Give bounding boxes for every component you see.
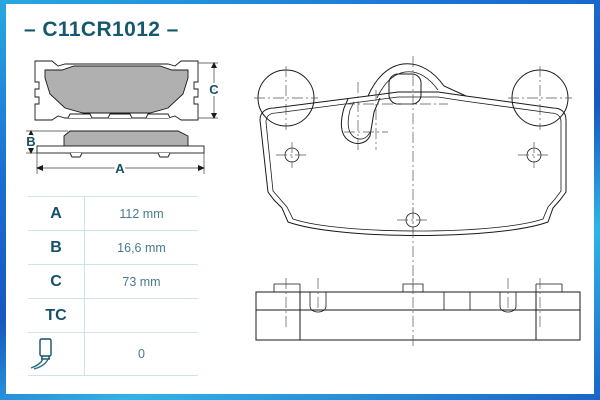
spec-label-a: A xyxy=(28,196,85,231)
part-code: C11CR1012 xyxy=(42,18,161,41)
table-row: B 16,6 mm xyxy=(28,230,198,265)
pad-dimension-drawing: C B xyxy=(18,58,233,183)
dimension-label-c: C xyxy=(209,82,219,97)
spec-label-b: B xyxy=(28,230,85,265)
page-title: – C11CR1012 – xyxy=(24,18,179,42)
title-dash-right: – xyxy=(166,18,179,41)
wear-sensor-icon xyxy=(30,338,52,370)
dimension-c-leader-lines xyxy=(198,62,218,119)
dimension-b-leader-lines xyxy=(26,130,68,154)
table-row: 0 xyxy=(28,332,198,376)
dimension-label-b: B xyxy=(26,134,35,149)
table-row: TC xyxy=(28,298,198,333)
spec-value-c: 73 mm xyxy=(84,264,198,299)
brake-pad-side-profile xyxy=(36,130,205,158)
specification-table: A 112 mm B 16,6 mm C 73 mm TC xyxy=(28,196,198,376)
spec-value-a: 112 mm xyxy=(84,196,198,231)
spec-label-tc: TC xyxy=(28,298,85,333)
table-row: A 112 mm xyxy=(28,196,198,231)
table-row: C 73 mm xyxy=(28,264,198,299)
technical-drawing-group: .ln { fill:none; stroke:#1a1a1a; stroke-… xyxy=(248,52,588,352)
brake-pad-front-silhouette xyxy=(34,60,199,121)
wear-sensor-icon-cell xyxy=(28,332,85,376)
centerlines xyxy=(254,56,572,292)
brake-pad-technical-edge-view xyxy=(255,278,581,348)
dimension-a-leader-lines xyxy=(36,153,205,174)
title-dash-left: – xyxy=(24,18,37,41)
spec-value-sensor-count: 0 xyxy=(84,332,198,376)
dimension-label-a: A xyxy=(115,161,125,176)
spec-value-tc xyxy=(84,298,198,333)
brake-pad-technical-top-view xyxy=(254,56,572,292)
spec-label-c: C xyxy=(28,264,85,299)
spec-value-b: 16,6 mm xyxy=(84,230,198,265)
